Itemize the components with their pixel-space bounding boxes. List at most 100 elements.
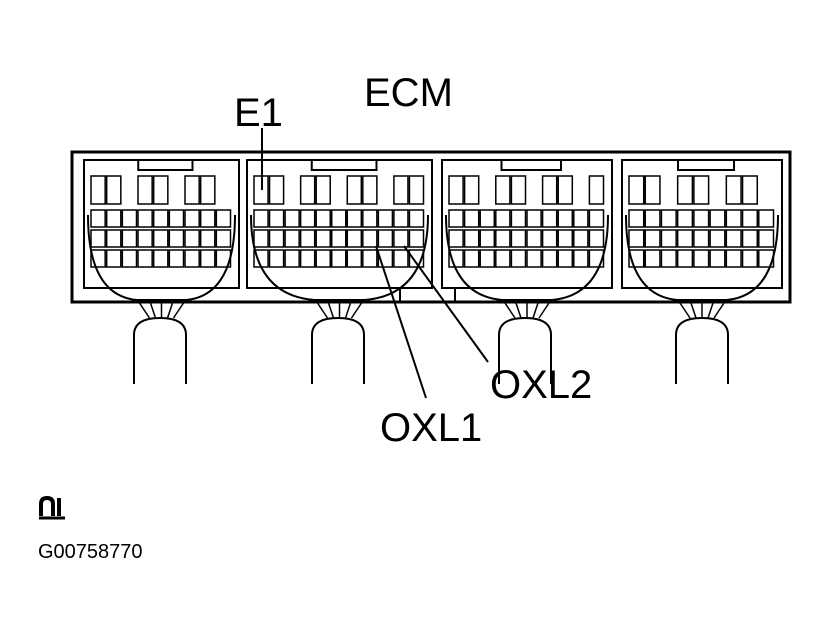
connector-4-wire	[689, 299, 697, 319]
connector-group	[83, 159, 783, 384]
connector-4-wire	[677, 299, 691, 319]
connector-2-terminal	[393, 229, 409, 248]
connector-3-terminal	[526, 249, 542, 268]
connector-2-terminal	[315, 249, 331, 268]
connector-1-latch	[137, 159, 194, 171]
connector-4-terminal	[741, 229, 759, 248]
connector-4-terminal	[758, 209, 775, 228]
connector-3-terminal	[557, 209, 574, 228]
connector-1-terminal	[199, 209, 216, 228]
connector-2-terminal	[408, 249, 425, 268]
connector-4-latch	[677, 159, 735, 171]
connector-1-terminal	[152, 209, 169, 228]
connector-3-terminal	[463, 209, 480, 228]
connector-3-wire	[514, 299, 522, 319]
connector-4-terminal	[676, 249, 694, 268]
connector-2-terminal	[408, 175, 425, 205]
connector-4-terminal	[693, 175, 710, 205]
housing-tab	[399, 288, 456, 303]
connector-2-body	[246, 159, 433, 289]
connector-2-terminal	[346, 209, 363, 228]
oxl1-label: OXL1	[380, 406, 482, 450]
connector-1-terminal	[121, 229, 138, 248]
connector-3-terminal	[510, 209, 527, 228]
connector-1-terminal	[184, 209, 200, 228]
connector-3-terminal	[463, 249, 480, 268]
connector-4-terminal	[725, 229, 742, 248]
connector-4-terminal	[628, 175, 645, 205]
connector-1-terminal	[105, 175, 122, 205]
connector-3-terminal	[588, 229, 605, 248]
connector-3-terminal	[448, 229, 464, 248]
connector-2-terminal	[393, 175, 409, 205]
connector-1-terminal	[152, 249, 169, 268]
connector-2-terminal	[330, 249, 347, 268]
connector-4-terminal	[676, 209, 694, 228]
connector-2-terminal	[393, 209, 409, 228]
connector-2-terminal	[299, 229, 316, 248]
connector-2-terminal	[253, 209, 269, 228]
connector-2-terminal	[253, 229, 269, 248]
connector-4-terminal	[693, 229, 710, 248]
connector-2-terminal	[299, 209, 316, 228]
connector-2-terminal	[362, 249, 378, 268]
connector-1-terminal	[168, 249, 185, 268]
connector-3-terminal	[479, 249, 496, 268]
connector-1-wire	[166, 299, 175, 319]
connector-3-terminal	[526, 229, 542, 248]
connector-3-terminal	[588, 209, 605, 228]
connector-1-terminal	[90, 249, 106, 268]
connector-3-terminal	[573, 249, 589, 268]
connector-3-terminal	[479, 229, 496, 248]
connector-1-terminal	[199, 175, 216, 205]
connector-2-terminal	[408, 209, 425, 228]
connector-1-terminal	[184, 249, 200, 268]
connector-1-wire	[136, 299, 151, 319]
figure-id: G00758770	[38, 541, 143, 563]
connector-4-terminal	[628, 249, 645, 268]
connector-3-terminal	[541, 229, 558, 248]
connector-4-terminal	[644, 175, 661, 205]
connector-1-terminal	[105, 229, 122, 248]
connector-4-terminal	[676, 175, 694, 205]
oxl2-label: OXL2	[490, 363, 592, 407]
connector-1-terminal	[105, 249, 122, 268]
connector-3-terminal	[495, 229, 511, 248]
connector-2-terminal	[330, 209, 347, 228]
connector-3-terminal	[541, 249, 558, 268]
connector-4-terminal	[725, 249, 742, 268]
e1-label: E1	[234, 91, 283, 135]
connector-1-terminal	[137, 175, 153, 205]
connector-3-wire	[502, 299, 516, 319]
connector-4-terminal	[709, 209, 726, 228]
connector-4-terminal	[709, 249, 726, 268]
connector-4-terminal	[644, 209, 661, 228]
connector-3-wire	[538, 299, 552, 319]
connector-2-wire	[326, 299, 335, 319]
connector-1-terminal	[121, 249, 138, 268]
connector-1-terminal	[121, 209, 138, 228]
connector-3-terminal	[557, 249, 574, 268]
connector-1-harness	[133, 316, 187, 384]
connector-4-terminal	[660, 249, 677, 268]
oxl2-leader-line	[403, 245, 489, 363]
connector-1-terminal	[90, 175, 106, 205]
connector-2-terminal	[408, 229, 425, 248]
connector-3-terminal	[573, 229, 589, 248]
connector-3-terminal	[448, 175, 464, 205]
connector-3-terminal	[526, 209, 542, 228]
connector-2-terminal	[299, 175, 316, 205]
connector-3-terminal	[448, 209, 464, 228]
connector-3-terminal	[510, 229, 527, 248]
connector-1-terminal	[215, 229, 232, 248]
connector-2-terminal	[268, 229, 285, 248]
connector-1-terminal	[168, 229, 185, 248]
connector-1-terminal	[168, 209, 185, 228]
connector-1-wire	[148, 299, 157, 319]
connector-2-terminal	[284, 249, 300, 268]
connector-2-terminal	[346, 229, 363, 248]
connector-2-terminal	[315, 229, 331, 248]
connector-4-terminal	[660, 209, 677, 228]
connector-3-wire	[532, 299, 540, 319]
oxl1-leader-line	[375, 245, 427, 399]
